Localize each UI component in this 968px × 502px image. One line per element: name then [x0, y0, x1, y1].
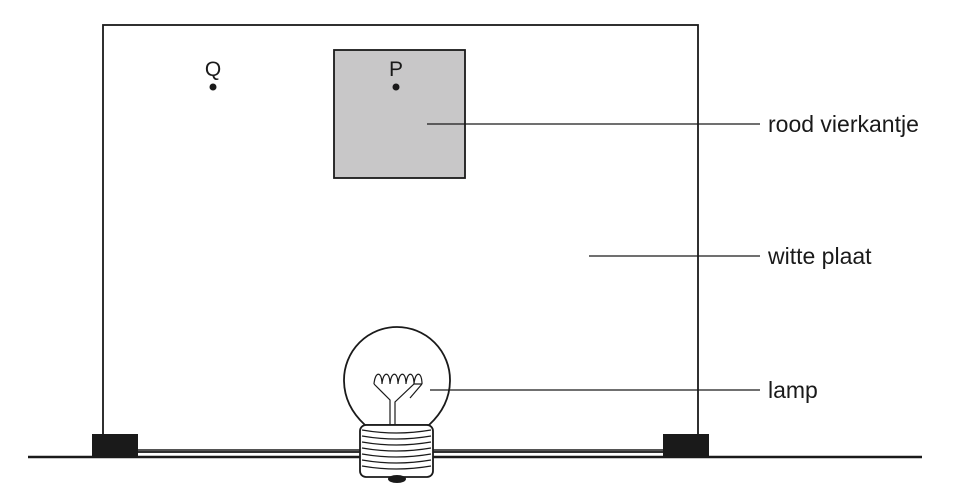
right-foot	[663, 434, 709, 457]
left-foot	[92, 434, 138, 457]
point-q-label: Q	[205, 58, 221, 81]
lamp-contact	[388, 475, 406, 483]
lamp	[343, 326, 451, 483]
square-label: rood vierkantje	[768, 111, 919, 137]
lamp-filament-supports	[373, 383, 423, 425]
lamp-label: lamp	[768, 377, 818, 403]
point-q-dot	[209, 83, 217, 91]
red-square	[333, 49, 466, 179]
lamp-thread	[361, 429, 432, 470]
point-p-dot	[392, 83, 400, 91]
point-p-label: P	[389, 58, 403, 81]
plate-label: witte plaat	[767, 243, 872, 269]
